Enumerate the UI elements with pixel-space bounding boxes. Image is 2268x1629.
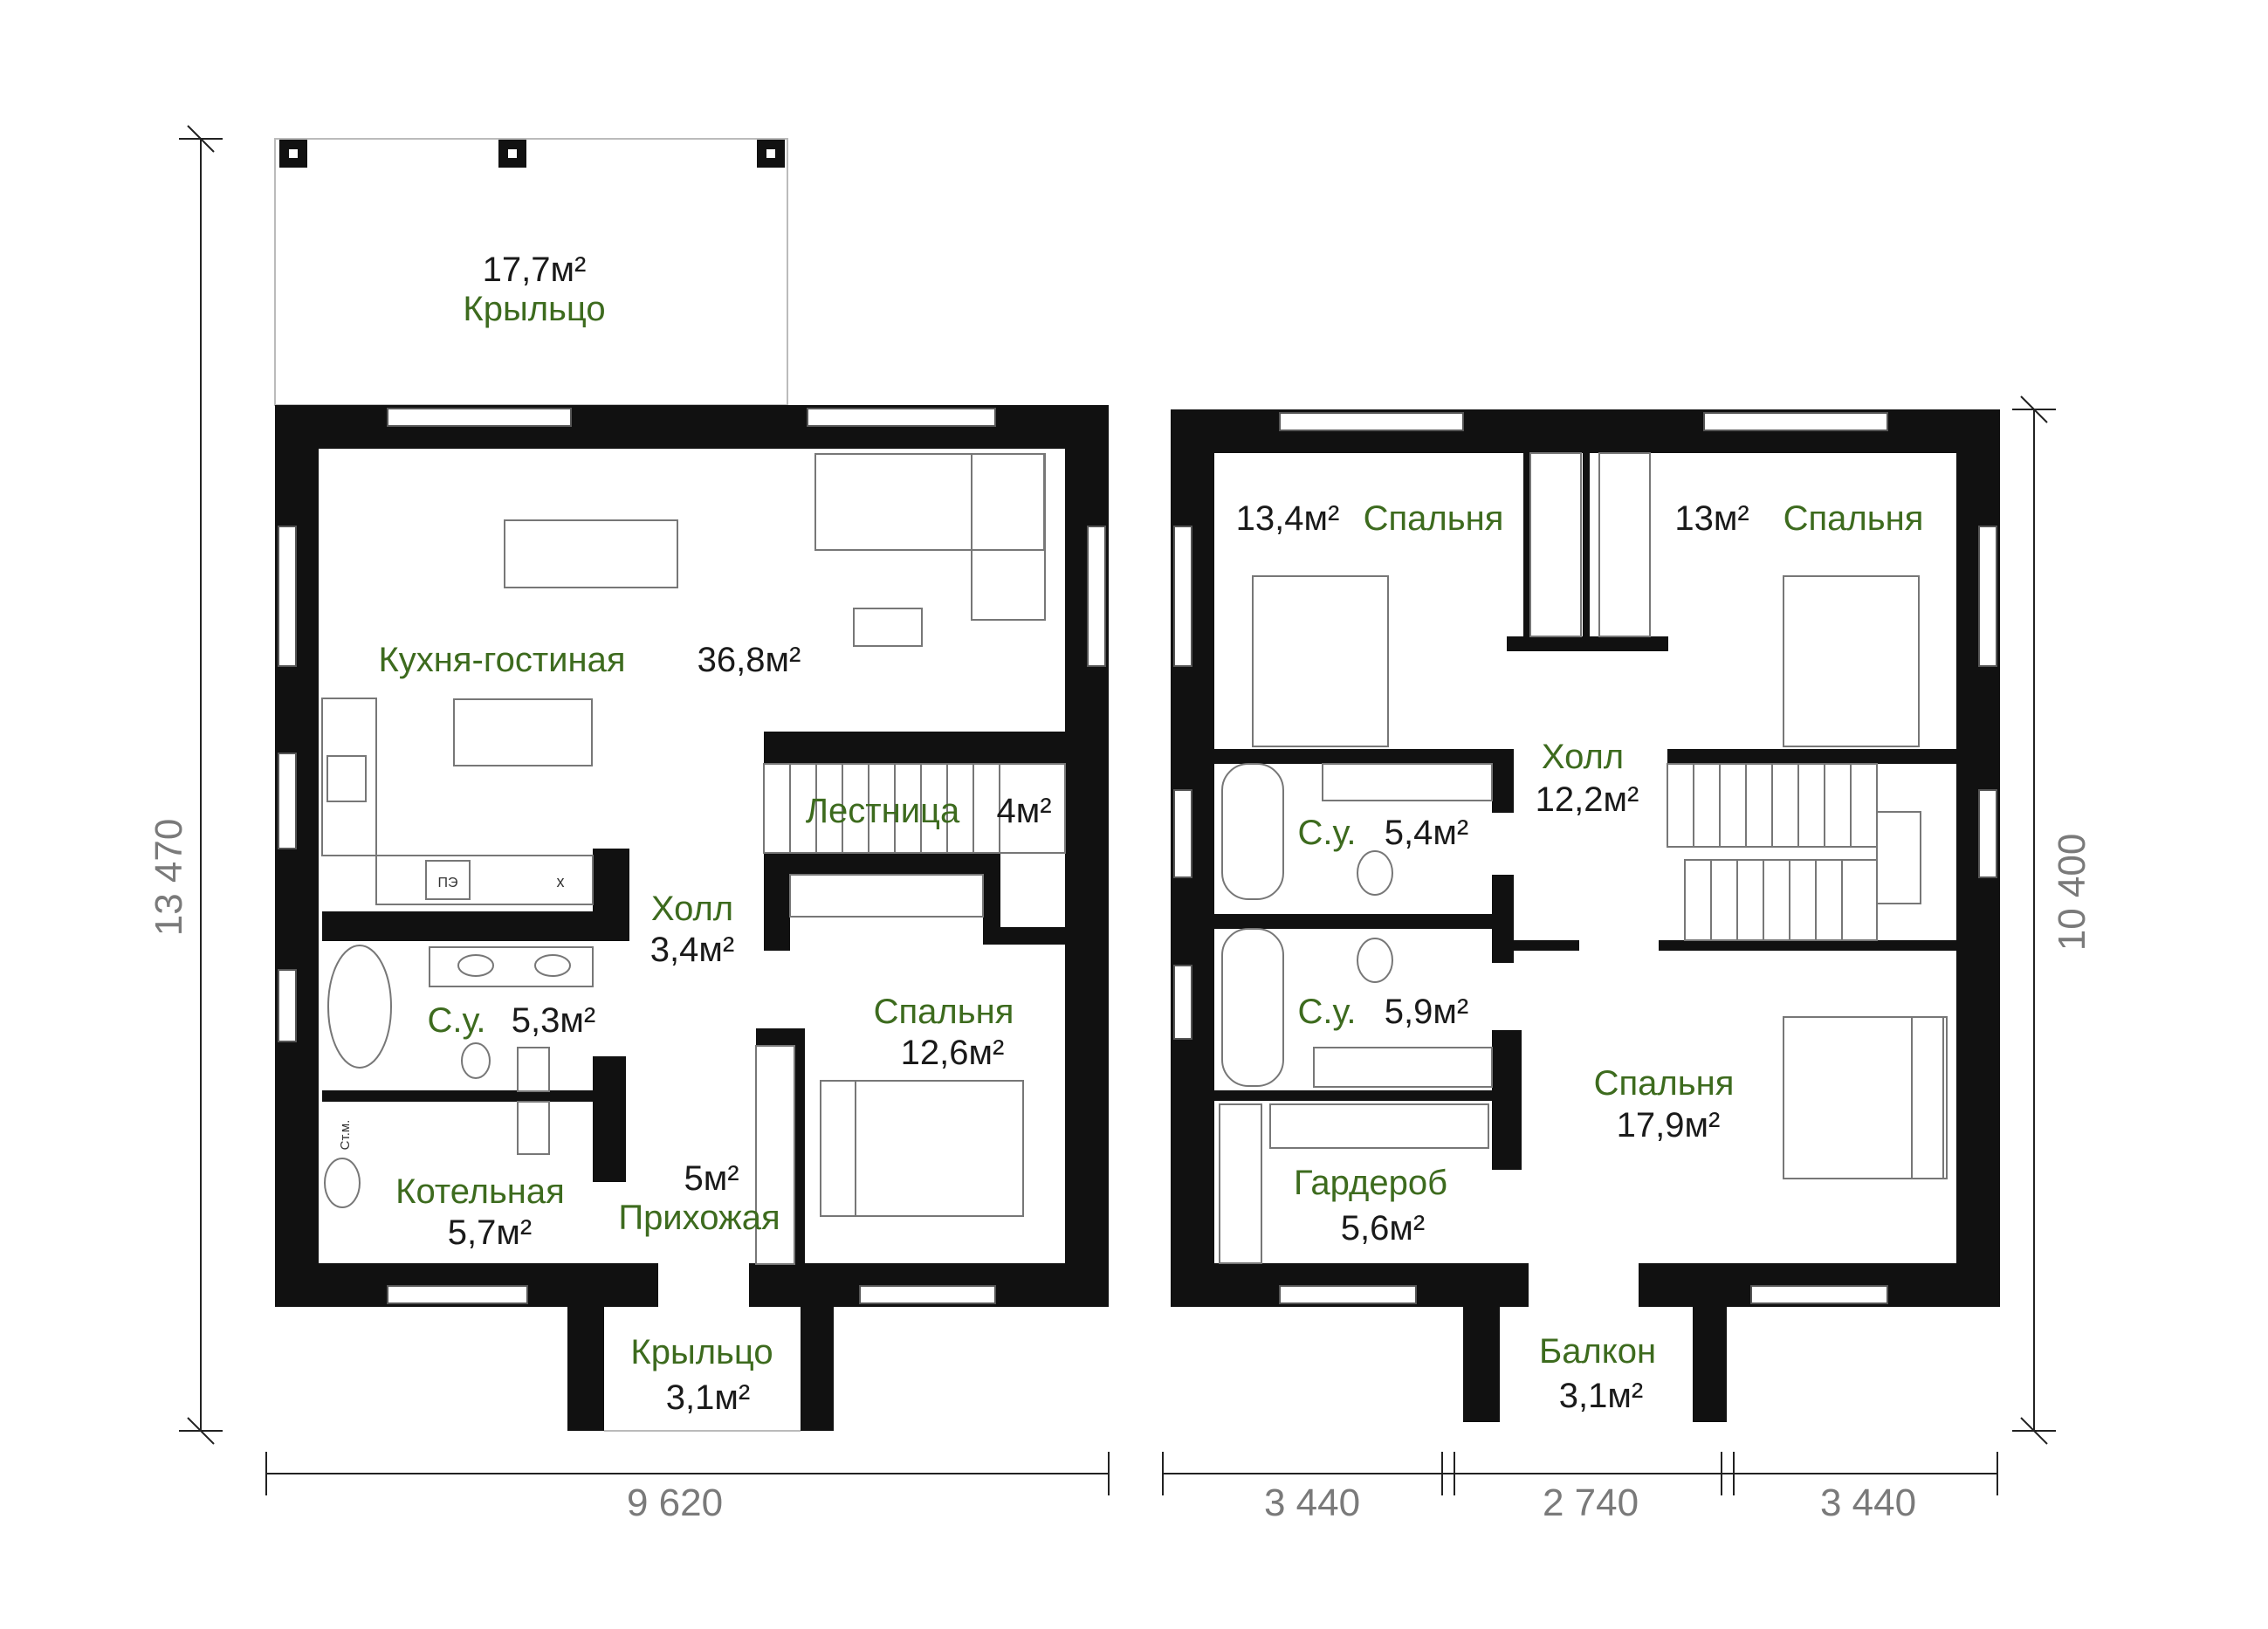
porch-area: 17,7м² — [483, 251, 587, 289]
sofa — [814, 453, 1045, 551]
bathtub — [1221, 763, 1284, 900]
wardrobe — [1219, 1103, 1262, 1264]
bathtub — [327, 945, 392, 1069]
dimension-upper-width-2: 2 740 — [1543, 1481, 1639, 1524]
furniture — [1219, 452, 1948, 1264]
vanity — [429, 946, 594, 987]
bathroom-area: 5,3м² — [512, 1001, 595, 1040]
entry-name: Прихожая — [618, 1199, 780, 1237]
porch-posts — [279, 140, 785, 168]
ground-floor-plan: ПЭ х Ст.м. — [274, 138, 1109, 1432]
bedroom-name: Спальня — [874, 993, 1014, 1031]
bathroom-name: С.у. — [427, 1001, 485, 1040]
boiler-label: Ст.м. — [338, 1120, 353, 1151]
bedroom2-area: 13м² — [1674, 499, 1749, 538]
kitchen-living-name: Кухня-гостиная — [379, 641, 626, 679]
entry-area: 5м² — [684, 1159, 739, 1198]
bathroom2-area: 5,9м² — [1385, 993, 1468, 1031]
coffee-table — [853, 608, 923, 647]
boiler-room-area: 5,7м² — [448, 1213, 532, 1252]
bedroom-area: 12,6м² — [901, 1034, 1005, 1072]
stairs-name: Лестница — [806, 792, 960, 830]
fridge-label: х — [557, 873, 565, 890]
toilet — [461, 1042, 491, 1079]
stove-label: ПЭ — [438, 876, 458, 890]
dimension-lines — [179, 125, 2056, 1495]
boiler — [324, 1158, 361, 1208]
wardrobe — [755, 1045, 795, 1265]
wardrobe-area: 5,6м² — [1341, 1209, 1425, 1248]
double-bed — [1783, 575, 1920, 747]
upper-hall-name: Холл — [1542, 738, 1624, 776]
wardrobe — [1529, 452, 1582, 637]
hall-area: 3,4м² — [650, 931, 734, 969]
balcony-area: 3,1м² — [1559, 1377, 1643, 1415]
wardrobe — [1598, 452, 1651, 637]
upper-hall-area: 12,2м² — [1536, 780, 1639, 819]
porch-name: Крыльцо — [463, 290, 605, 328]
boiler-unit — [517, 1101, 550, 1155]
stove — [425, 860, 471, 900]
bedroom1-name: Спальня — [1364, 499, 1504, 538]
front-porch-name: Крыльцо — [630, 1333, 773, 1371]
balcony-name: Балкон — [1539, 1332, 1656, 1371]
front-porch-area: 3,1м² — [666, 1378, 750, 1417]
furniture — [321, 453, 1046, 1265]
dimension-upper-width-1: 3 440 — [1264, 1481, 1360, 1524]
bathroom1-name: С.у. — [1297, 814, 1356, 852]
toilet — [1357, 938, 1393, 983]
bedroom1-area: 13,4м² — [1236, 499, 1340, 538]
master-bedroom-name: Спальня — [1594, 1064, 1735, 1103]
stairs-area: 4м² — [996, 792, 1051, 830]
upper-floor-plan — [1171, 409, 2000, 1422]
dining-table — [504, 519, 678, 588]
wardrobe-name: Гардероб — [1294, 1164, 1447, 1202]
staircase — [1667, 763, 1921, 941]
double-bed — [1783, 1016, 1944, 1179]
toilet — [1357, 850, 1393, 896]
hall-name: Холл — [651, 890, 733, 928]
kitchen-island — [453, 698, 593, 766]
bathtub — [1221, 928, 1284, 1087]
staircase — [763, 763, 1066, 918]
double-bed — [1252, 575, 1389, 747]
bedroom2-name: Спальня — [1783, 499, 1924, 538]
dimension-upper-width-3: 3 440 — [1820, 1481, 1916, 1524]
bathroom2-name: С.у. — [1297, 993, 1356, 1031]
dimension-ground-height: 13 470 — [148, 819, 190, 937]
boiler-room-name: Котельная — [395, 1172, 565, 1211]
kitchen-living-area: 36,8м² — [698, 641, 801, 679]
kitchen-sink — [326, 755, 367, 802]
double-bed — [820, 1080, 1024, 1217]
master-bedroom-area: 17,9м² — [1617, 1106, 1721, 1144]
kitchen-counter — [321, 698, 377, 856]
dimension-upper-height: 10 400 — [2051, 834, 2093, 952]
dimension-ground-width: 9 620 — [627, 1481, 723, 1524]
bathroom1-area: 5,4м² — [1385, 814, 1468, 852]
